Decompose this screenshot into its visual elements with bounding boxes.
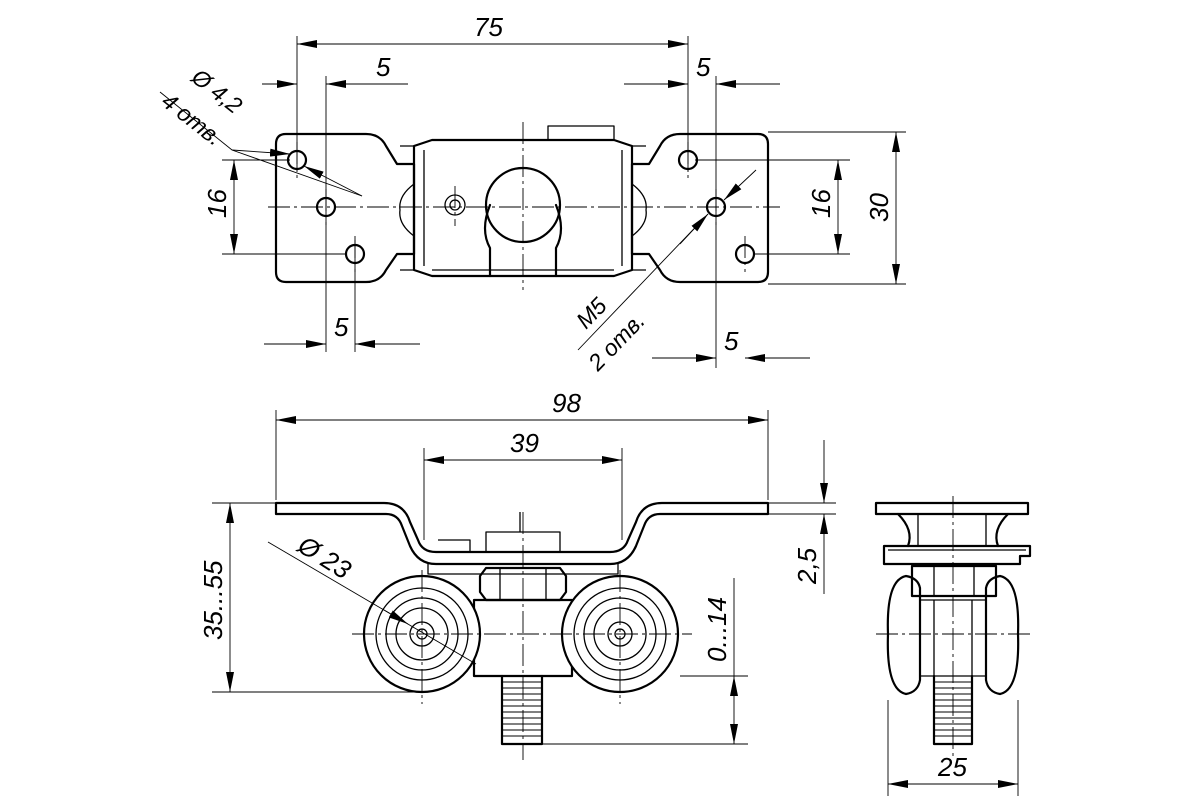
left-flange [274, 132, 416, 284]
dim-bottom-right: 5 [724, 326, 739, 356]
dim-width-total: 30 [864, 193, 894, 222]
dim-overall-holes: 75 [474, 12, 503, 42]
threaded-stud [500, 674, 544, 746]
dim-bottom-left: 5 [334, 312, 349, 342]
front-view: 98 39 35...55 2,5 0...14 Ø 23 [198, 388, 836, 760]
dim-side-width: 25 [937, 752, 967, 782]
dim-thread: M5 [571, 292, 612, 333]
dim-adjust-range: 0...14 [702, 597, 732, 662]
side-wheel-right [984, 574, 1020, 696]
top-view: 75 5 5 16 16 30 5 5 Ø 4,2 4 отв. [157, 12, 906, 376]
dim-inner-width: 39 [510, 428, 539, 458]
dim-edge-right: 5 [696, 52, 711, 82]
dim-wheel-dia: Ø 23 [292, 529, 357, 585]
right-flange [630, 132, 770, 284]
side-wheel-left [886, 574, 922, 696]
dim-height-left: 16 [202, 189, 232, 218]
dim-overall-length: 98 [552, 388, 581, 418]
dim-edge-left: 5 [376, 52, 391, 82]
side-view: 25 [874, 496, 1032, 796]
dim-height-right: 16 [806, 189, 836, 218]
dim-plate-thickness: 2,5 [792, 547, 822, 585]
dim-height-range: 35...55 [198, 560, 228, 640]
